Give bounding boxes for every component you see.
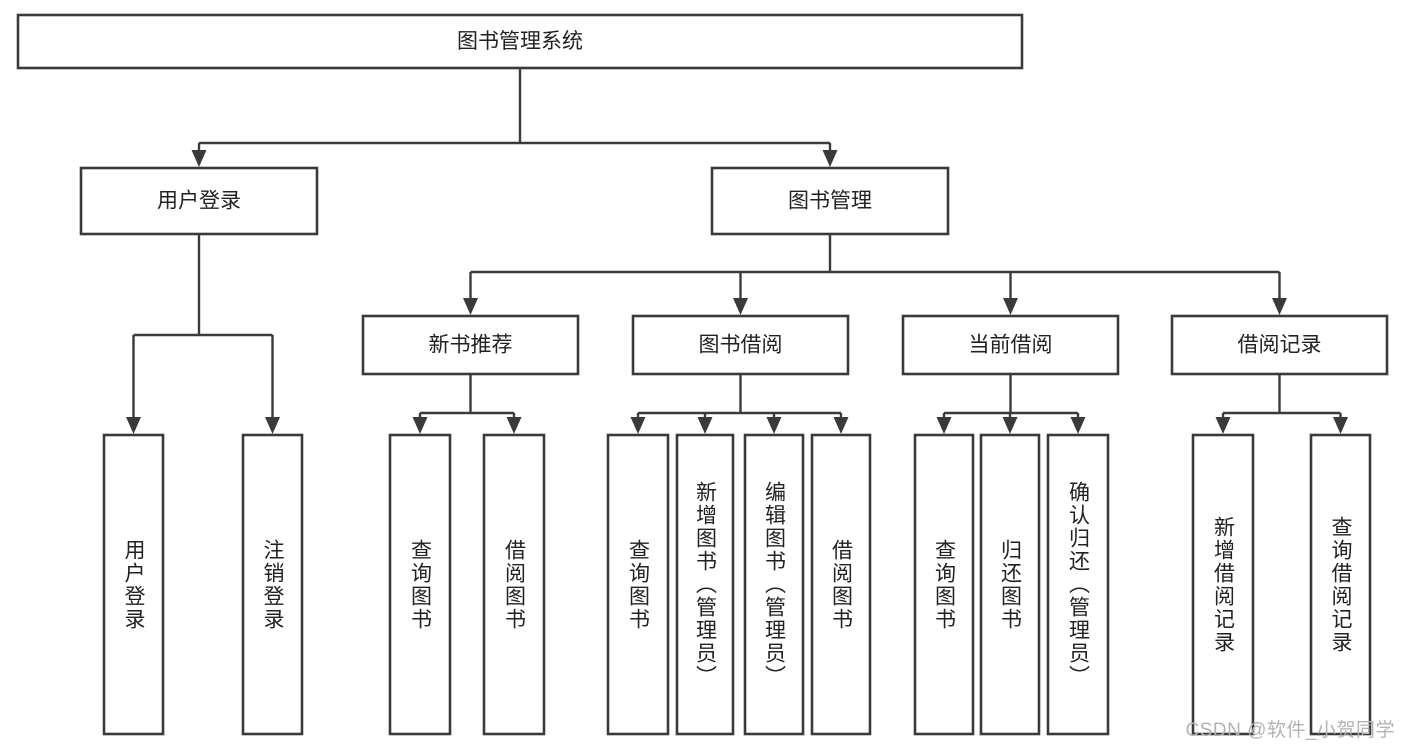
node-leaf-return-book[interactable] [979,433,1041,736]
node-book-manage[interactable] [710,166,950,236]
node-leaf-add-book[interactable] [675,433,735,736]
node-leaf-logout-login[interactable] [241,433,304,736]
node-leaf-query-book-3[interactable] [913,433,975,736]
label-book-manage: 图书管理 [788,190,872,213]
node-root-图书管理系统[interactable] [16,13,1024,70]
node-leaf-user-login[interactable] [102,433,165,736]
node-leaf-add-record[interactable] [1191,433,1255,736]
node-current-borrow[interactable] [901,314,1120,376]
node-user-login[interactable] [79,166,319,236]
node-leaf-edit-book[interactable] [743,433,805,736]
label-current-borrow: 当前借阅 [969,334,1053,357]
node-borrow-record[interactable] [1170,314,1389,376]
node-leaf-query-book-1[interactable] [388,433,452,736]
label-new-book-rec: 新书推荐 [429,334,513,357]
connector-layer [126,68,1348,434]
node-leaf-confirm-return[interactable] [1046,433,1110,736]
node-leaf-query-book-2[interactable] [606,433,670,736]
node-leaf-borrow-book-2[interactable] [810,433,872,736]
node-leaf-query-record[interactable] [1309,433,1372,736]
node-new-book-rec[interactable] [361,314,580,376]
label-book-borrow: 图书借阅 [699,334,783,357]
watermark: CSDN @软件_小贺同学 [1185,720,1395,741]
root-label: 图书管理系统 [457,30,583,53]
node-leaf-borrow-book-1[interactable] [482,433,546,736]
node-book-borrow[interactable] [631,314,850,376]
node-box-layer [16,13,1389,736]
label-borrow-record: 借阅记录 [1238,334,1322,357]
label-user-login: 用户登录 [157,190,241,213]
